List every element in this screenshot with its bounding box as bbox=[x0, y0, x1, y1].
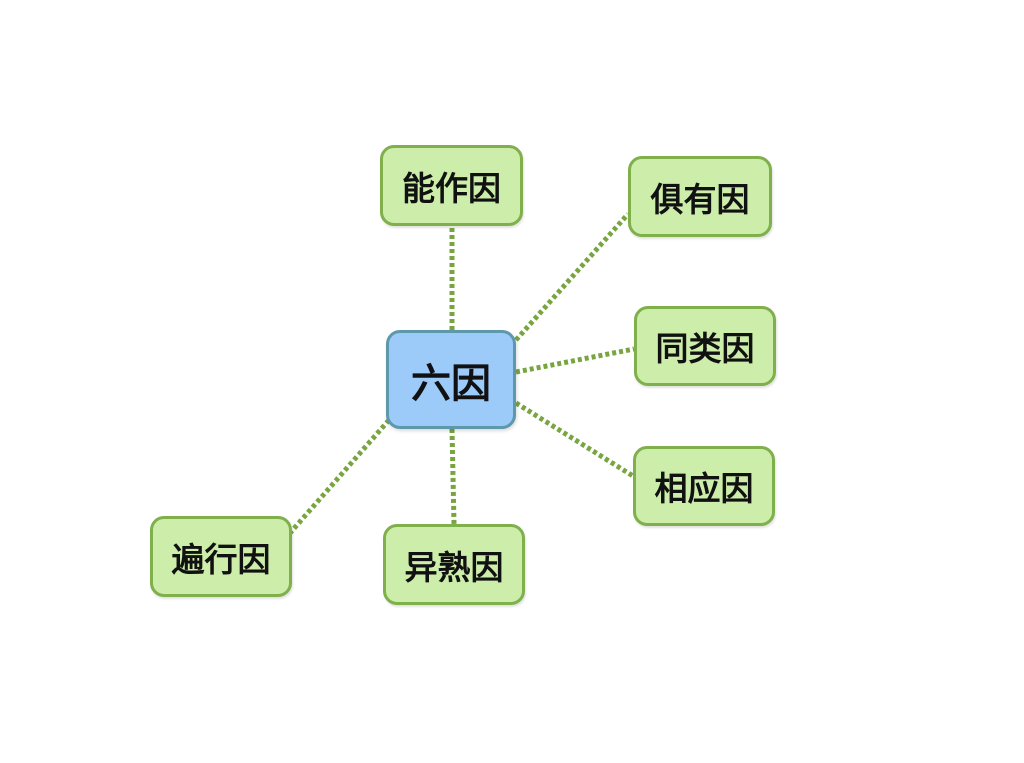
branch-node-label: 俱有因 bbox=[650, 179, 750, 219]
connector-line-4 bbox=[449, 428, 457, 525]
branch-node-juyouyin: 俱有因 bbox=[628, 156, 772, 237]
branch-node-label: 相应因 bbox=[654, 469, 754, 508]
connector-line-5 bbox=[288, 418, 391, 535]
branch-node-xiangyingyin: 相应因 bbox=[633, 446, 775, 526]
branch-node-label: 能作因 bbox=[402, 168, 501, 208]
branch-node-label: 同类因 bbox=[655, 329, 755, 368]
branch-node-label: 异熟因 bbox=[404, 547, 504, 587]
center-node: 六因 bbox=[386, 330, 516, 429]
center-node-label: 六因 bbox=[411, 360, 491, 407]
branch-node-bianxingyin: 遍行因 bbox=[150, 516, 292, 597]
connector-line-1 bbox=[514, 212, 630, 342]
branch-node-nengzuoyin: 能作因 bbox=[380, 145, 523, 226]
branch-node-yishuyin: 异熟因 bbox=[383, 524, 525, 605]
branch-node-tongleiyin: 同类因 bbox=[634, 306, 776, 386]
connector-line-3 bbox=[514, 400, 635, 479]
branch-node-label: 遍行因 bbox=[171, 539, 271, 579]
connector-line-2 bbox=[515, 346, 635, 375]
